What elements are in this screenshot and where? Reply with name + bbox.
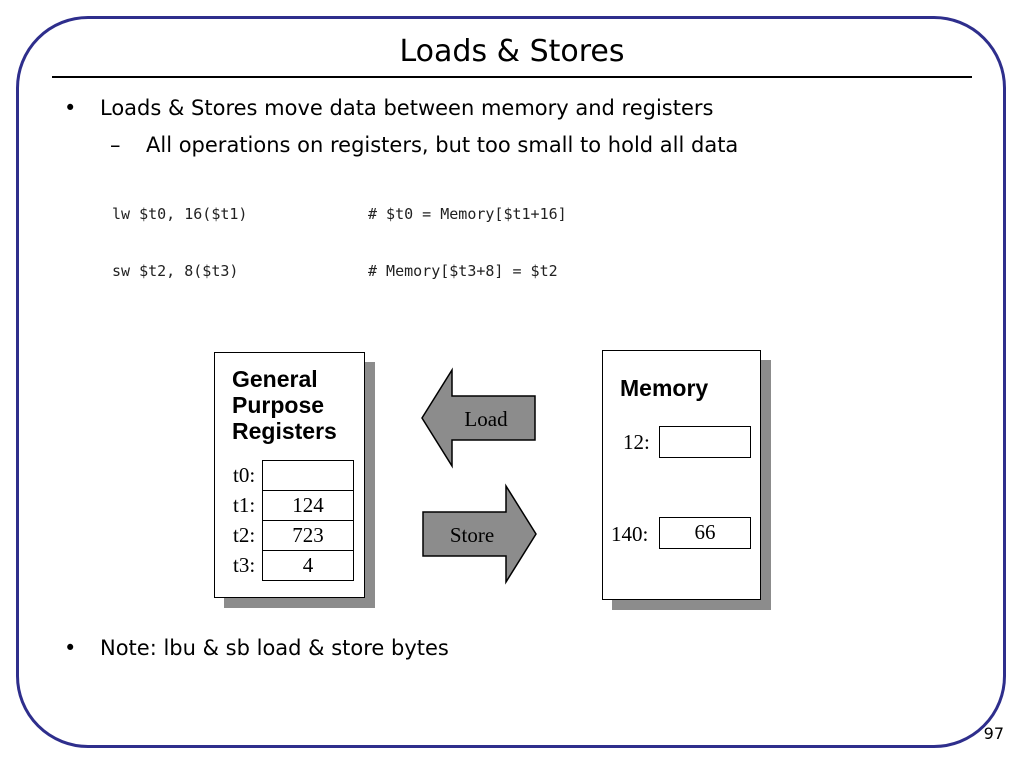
load-label: Load bbox=[464, 407, 508, 431]
bullet-text: Loads & Stores move data between memory … bbox=[100, 96, 714, 120]
store-label: Store bbox=[449, 523, 495, 547]
registers-box: General Purpose Registers t0: t1: t2: t3… bbox=[214, 352, 365, 598]
sub-bullet-text: All operations on registers, but too sma… bbox=[146, 133, 739, 157]
register-cell-t0 bbox=[262, 460, 354, 491]
register-cell-t3: 4 bbox=[262, 550, 354, 581]
register-name-t2: t2: bbox=[233, 523, 256, 547]
load-arrow-shape bbox=[421, 367, 536, 469]
registers-title-line3: Registers bbox=[232, 418, 337, 444]
register-cell-t2: 723 bbox=[262, 520, 354, 551]
slide-frame bbox=[16, 16, 1006, 748]
slide-title: Loads & Stores bbox=[399, 34, 625, 69]
memory-address-140: 140: bbox=[611, 522, 649, 546]
memory-cell-140: 66 bbox=[659, 517, 751, 549]
load-arrow-icon bbox=[421, 367, 536, 469]
store-arrow-icon bbox=[422, 483, 537, 585]
memory-address-12: 12: bbox=[623, 430, 650, 454]
store-arrow-shape bbox=[422, 483, 537, 585]
memory-title: Memory bbox=[620, 375, 709, 401]
bullet-text: Note: lbu & sb load & store bytes bbox=[100, 636, 449, 660]
registers-title-line1: General bbox=[232, 366, 318, 392]
code-sw-comment: # Memory[$t3+8] = $t2 bbox=[368, 262, 558, 280]
page-number: 97 bbox=[983, 724, 1004, 743]
register-name-t3: t3: bbox=[233, 553, 256, 577]
registers-title-line2: Purpose bbox=[232, 392, 325, 418]
code-sw-instr: sw $t2, 8($t3) bbox=[112, 262, 239, 280]
memory-box: Memory 12: 140: 66 bbox=[602, 350, 761, 600]
code-lw-comment: # $t0 = Memory[$t1+16] bbox=[368, 205, 567, 223]
code-lw-instr: lw $t0, 16($t1) bbox=[112, 205, 248, 223]
title-divider bbox=[52, 76, 972, 78]
register-name-t0: t0: bbox=[233, 463, 256, 487]
register-name-t1: t1: bbox=[233, 493, 256, 517]
register-cell-t1: 124 bbox=[262, 490, 354, 521]
sub-bullet-mark: – bbox=[110, 133, 121, 157]
memory-cell-12 bbox=[659, 426, 751, 458]
bullet-mark: • bbox=[64, 636, 77, 660]
bullet-mark: • bbox=[64, 96, 77, 120]
